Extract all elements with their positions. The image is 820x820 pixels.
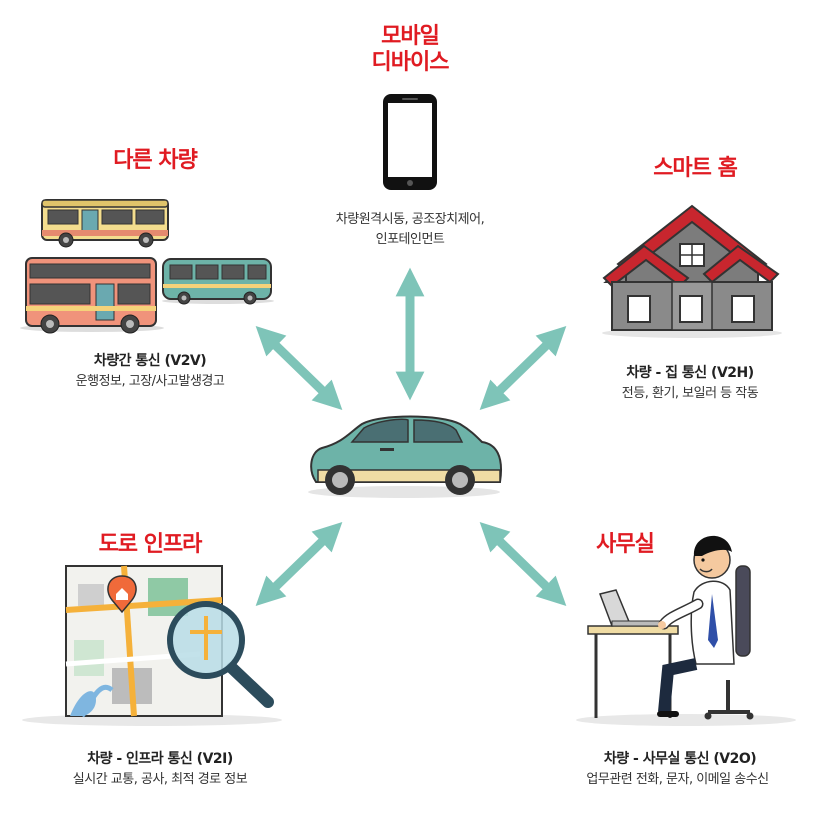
mobile-title: 모바일 디바이스 — [350, 24, 470, 76]
arrow-infra — [255, 521, 343, 607]
mobile-title-line2: 디바이스 — [371, 50, 450, 75]
office-worker-icon — [576, 535, 796, 726]
arrow-home — [479, 325, 567, 411]
infra-title: 도로 인프라 — [98, 532, 203, 557]
mobile-description: 차량원격시동, 공조장치제어, 인포테인먼트 — [260, 210, 560, 250]
car-icon — [308, 415, 502, 498]
house-icon — [602, 204, 782, 338]
office-title: 사무실 — [596, 532, 655, 557]
map-magnifier-icon — [22, 565, 282, 726]
home-description: 전등, 환기, 보일러 등 작동 — [621, 386, 759, 401]
infra-caption: 차량 - 인프라 통신 (V2I) — [87, 751, 233, 767]
office-description: 업무관련 전화, 문자, 이메일 송수신 — [586, 772, 769, 787]
home-title: 스마트 홈 — [653, 156, 738, 181]
vehicle-title: 다른 차량 — [113, 148, 198, 173]
mobile-title-line1: 모바일 — [381, 24, 440, 49]
mobile-desc-line2: 인포테인먼트 — [375, 232, 445, 247]
arrows — [255, 267, 567, 607]
vehicle-description: 운행정보, 고장/사고발생경고 — [75, 374, 225, 389]
mobile-desc-line1: 차량원격시동, 공조장치제어, — [335, 212, 485, 227]
office-caption: 차량 - 사무실 통신 (V2O) — [603, 751, 757, 767]
bus-icon — [20, 199, 274, 334]
vehicle-caption: 차량간 통신 (V2V) — [93, 353, 207, 369]
arrow-office — [479, 521, 567, 607]
arrow-vehicle — [255, 325, 343, 411]
infra-description: 실시간 교통, 공사, 최적 경로 정보 — [72, 772, 248, 787]
smartphone-icon — [383, 94, 437, 190]
home-caption: 차량 - 집 통신 (V2H) — [626, 365, 754, 381]
